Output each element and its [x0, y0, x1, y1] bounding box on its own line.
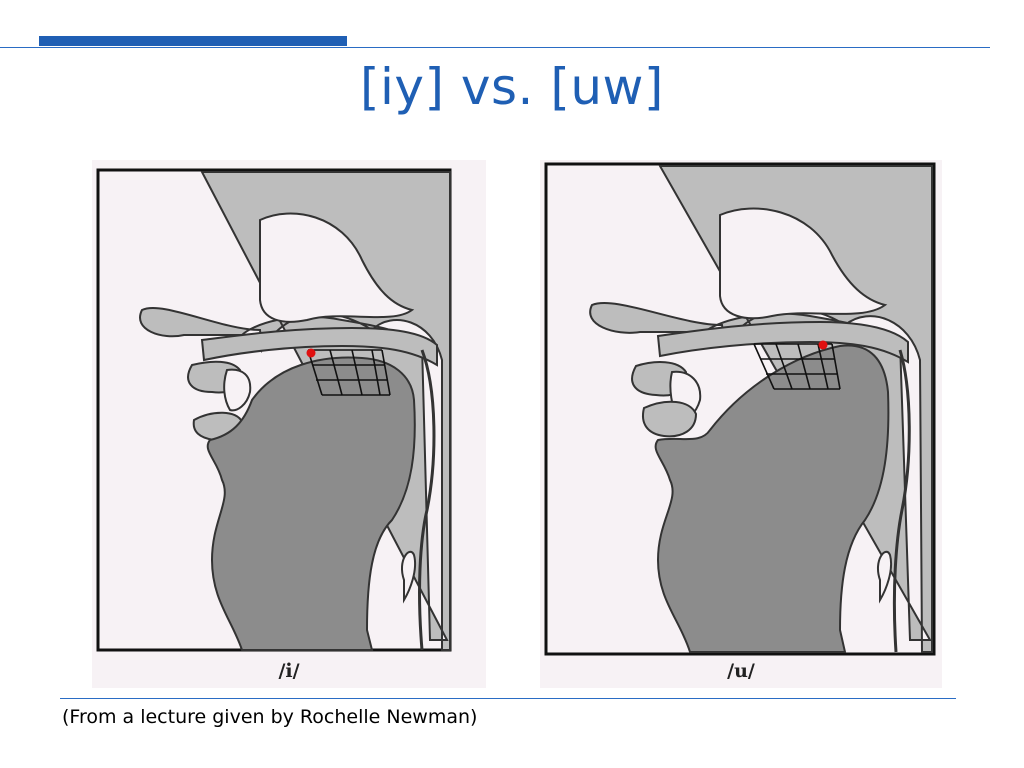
nasal-cavity [259, 212, 415, 323]
panel-label-u: /u/ [727, 660, 755, 682]
header-accent-bar [39, 36, 347, 46]
tongue-height-marker [818, 340, 828, 350]
pharynx-wall [418, 349, 436, 651]
pharynx-wall [892, 349, 911, 653]
upper-teeth [223, 368, 252, 412]
slide-title: [iy] vs. [uw] [360, 58, 664, 116]
lower-lip [642, 400, 698, 438]
epiglottis [877, 550, 892, 604]
tongue-body [654, 344, 890, 653]
header-rule [0, 47, 990, 48]
source-caption: (From a lecture given by Rochelle Newman… [62, 706, 478, 728]
vocal-tract-drawing [96, 168, 452, 652]
hard-palate [656, 320, 909, 364]
epiglottis [401, 550, 416, 604]
tongue-position-grid [307, 349, 391, 396]
vocal-tract-diagram-i: /i/ [92, 160, 486, 688]
hard-palate [200, 326, 438, 367]
vocal-tract-drawing [544, 162, 936, 656]
footer-rule [60, 698, 956, 699]
tongue-position-grid [753, 343, 841, 390]
panel-label-i: /i/ [278, 660, 300, 682]
vocal-tract-diagram-u: /u/ [540, 160, 942, 688]
nasal-cavity [719, 207, 888, 320]
tongue-height-marker [306, 348, 316, 358]
